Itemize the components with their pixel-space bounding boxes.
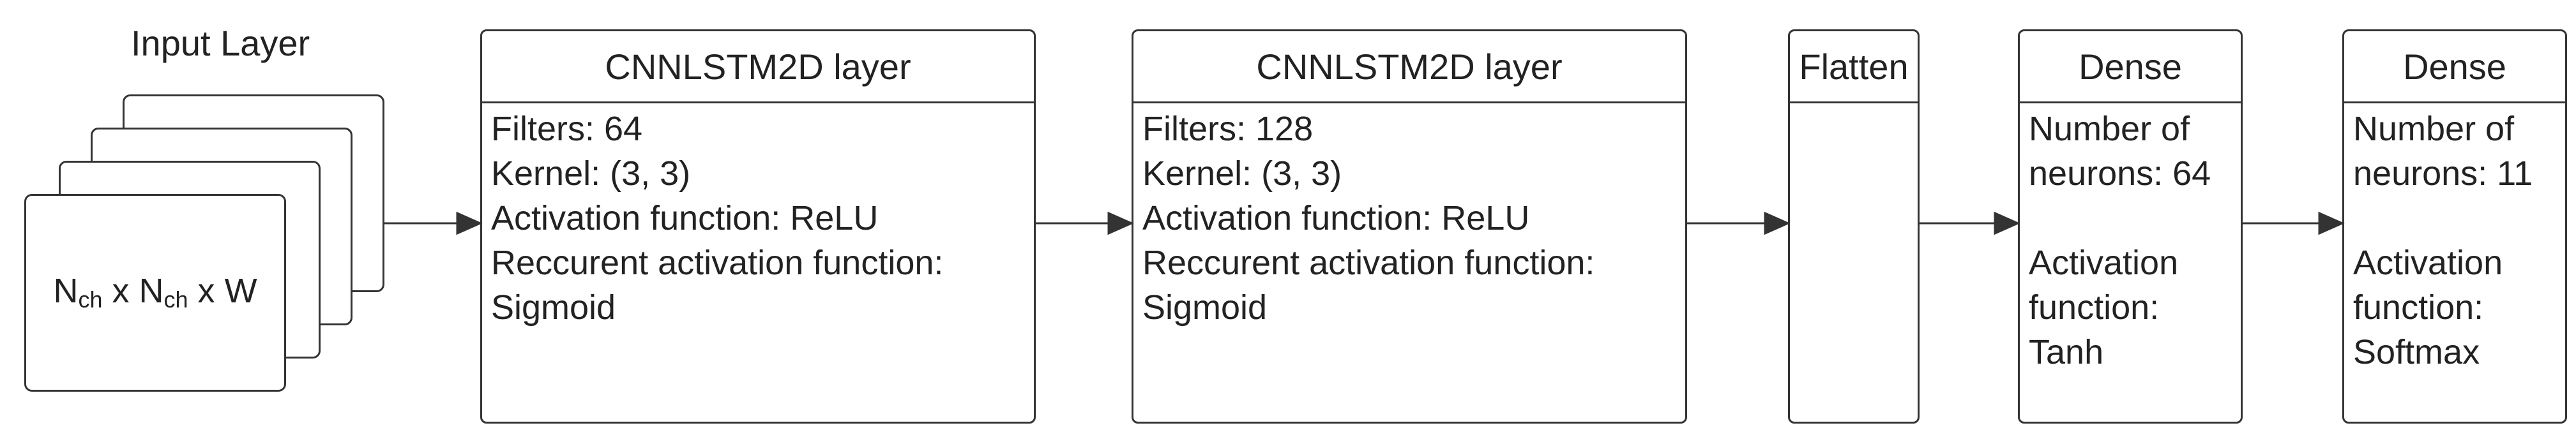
arrowhead <box>2318 211 2345 235</box>
activation-label-2: function: <box>2353 288 2484 327</box>
layer-params: Number of neurons: 11 Activation functio… <box>2353 107 2533 374</box>
flatten-layer: Flatten <box>1788 29 1920 424</box>
activation-label-1: Activation <box>2029 244 2179 282</box>
layer-params: Filters: 128 Kernel: (3, 3) Activation f… <box>1142 107 1595 330</box>
neurons-label: Number of <box>2029 110 2190 148</box>
layer-header: Dense <box>2020 31 2241 103</box>
arrowhead <box>1994 211 2020 235</box>
arrowhead <box>1764 211 1791 235</box>
recurrent-activation-value: Sigmoid <box>491 288 616 327</box>
layer-header: CNNLSTM2D layer <box>482 31 1034 103</box>
input-layer-title: Input Layer <box>131 23 310 63</box>
neurons-label: Number of <box>2353 110 2515 148</box>
arrowhead <box>456 211 483 235</box>
dense-layer-2: Dense Number of neurons: 11 Activation f… <box>2342 29 2567 424</box>
input-dimensions: Nch x Nch x W <box>53 272 257 313</box>
neurons-value: neurons: 11 <box>2353 154 2533 193</box>
dense-layer-1: Dense Number of neurons: 64 Activation f… <box>2018 29 2243 424</box>
layer-header: Dense <box>2344 31 2565 103</box>
neurons-value: neurons: 64 <box>2029 154 2211 193</box>
input-stack-card-1: Nch x Nch x W <box>24 194 286 392</box>
recurrent-activation-label: Reccurent activation function: <box>491 244 944 282</box>
cnnlstm2d-layer-2: CNNLSTM2D layer Filters: 128 Kernel: (3,… <box>1132 29 1687 424</box>
activation-label-2: function: <box>2029 288 2160 327</box>
activation-value: Softmax <box>2353 333 2480 371</box>
cnnlstm2d-layer-1: CNNLSTM2D layer Filters: 64 Kernel: (3, … <box>480 29 1036 424</box>
activation-text: Activation function: ReLU <box>491 199 879 237</box>
activation-text: Activation function: ReLU <box>1142 199 1530 237</box>
layer-header: Flatten <box>1790 31 1918 103</box>
layer-header: CNNLSTM2D layer <box>1133 31 1685 103</box>
layer-params: Filters: 64 Kernel: (3, 3) Activation fu… <box>491 107 943 330</box>
kernel-text: Kernel: (3, 3) <box>1142 154 1342 193</box>
kernel-text: Kernel: (3, 3) <box>491 154 691 193</box>
layer-params: Number of neurons: 64 Activation functio… <box>2029 107 2211 374</box>
recurrent-activation-value: Sigmoid <box>1142 288 1268 327</box>
activation-value: Tanh <box>2029 333 2104 371</box>
arrowhead <box>1107 211 1134 235</box>
recurrent-activation-label: Reccurent activation function: <box>1142 244 1595 282</box>
filters-text: Filters: 64 <box>491 110 643 148</box>
filters-text: Filters: 128 <box>1142 110 1314 148</box>
activation-label-1: Activation <box>2353 244 2503 282</box>
